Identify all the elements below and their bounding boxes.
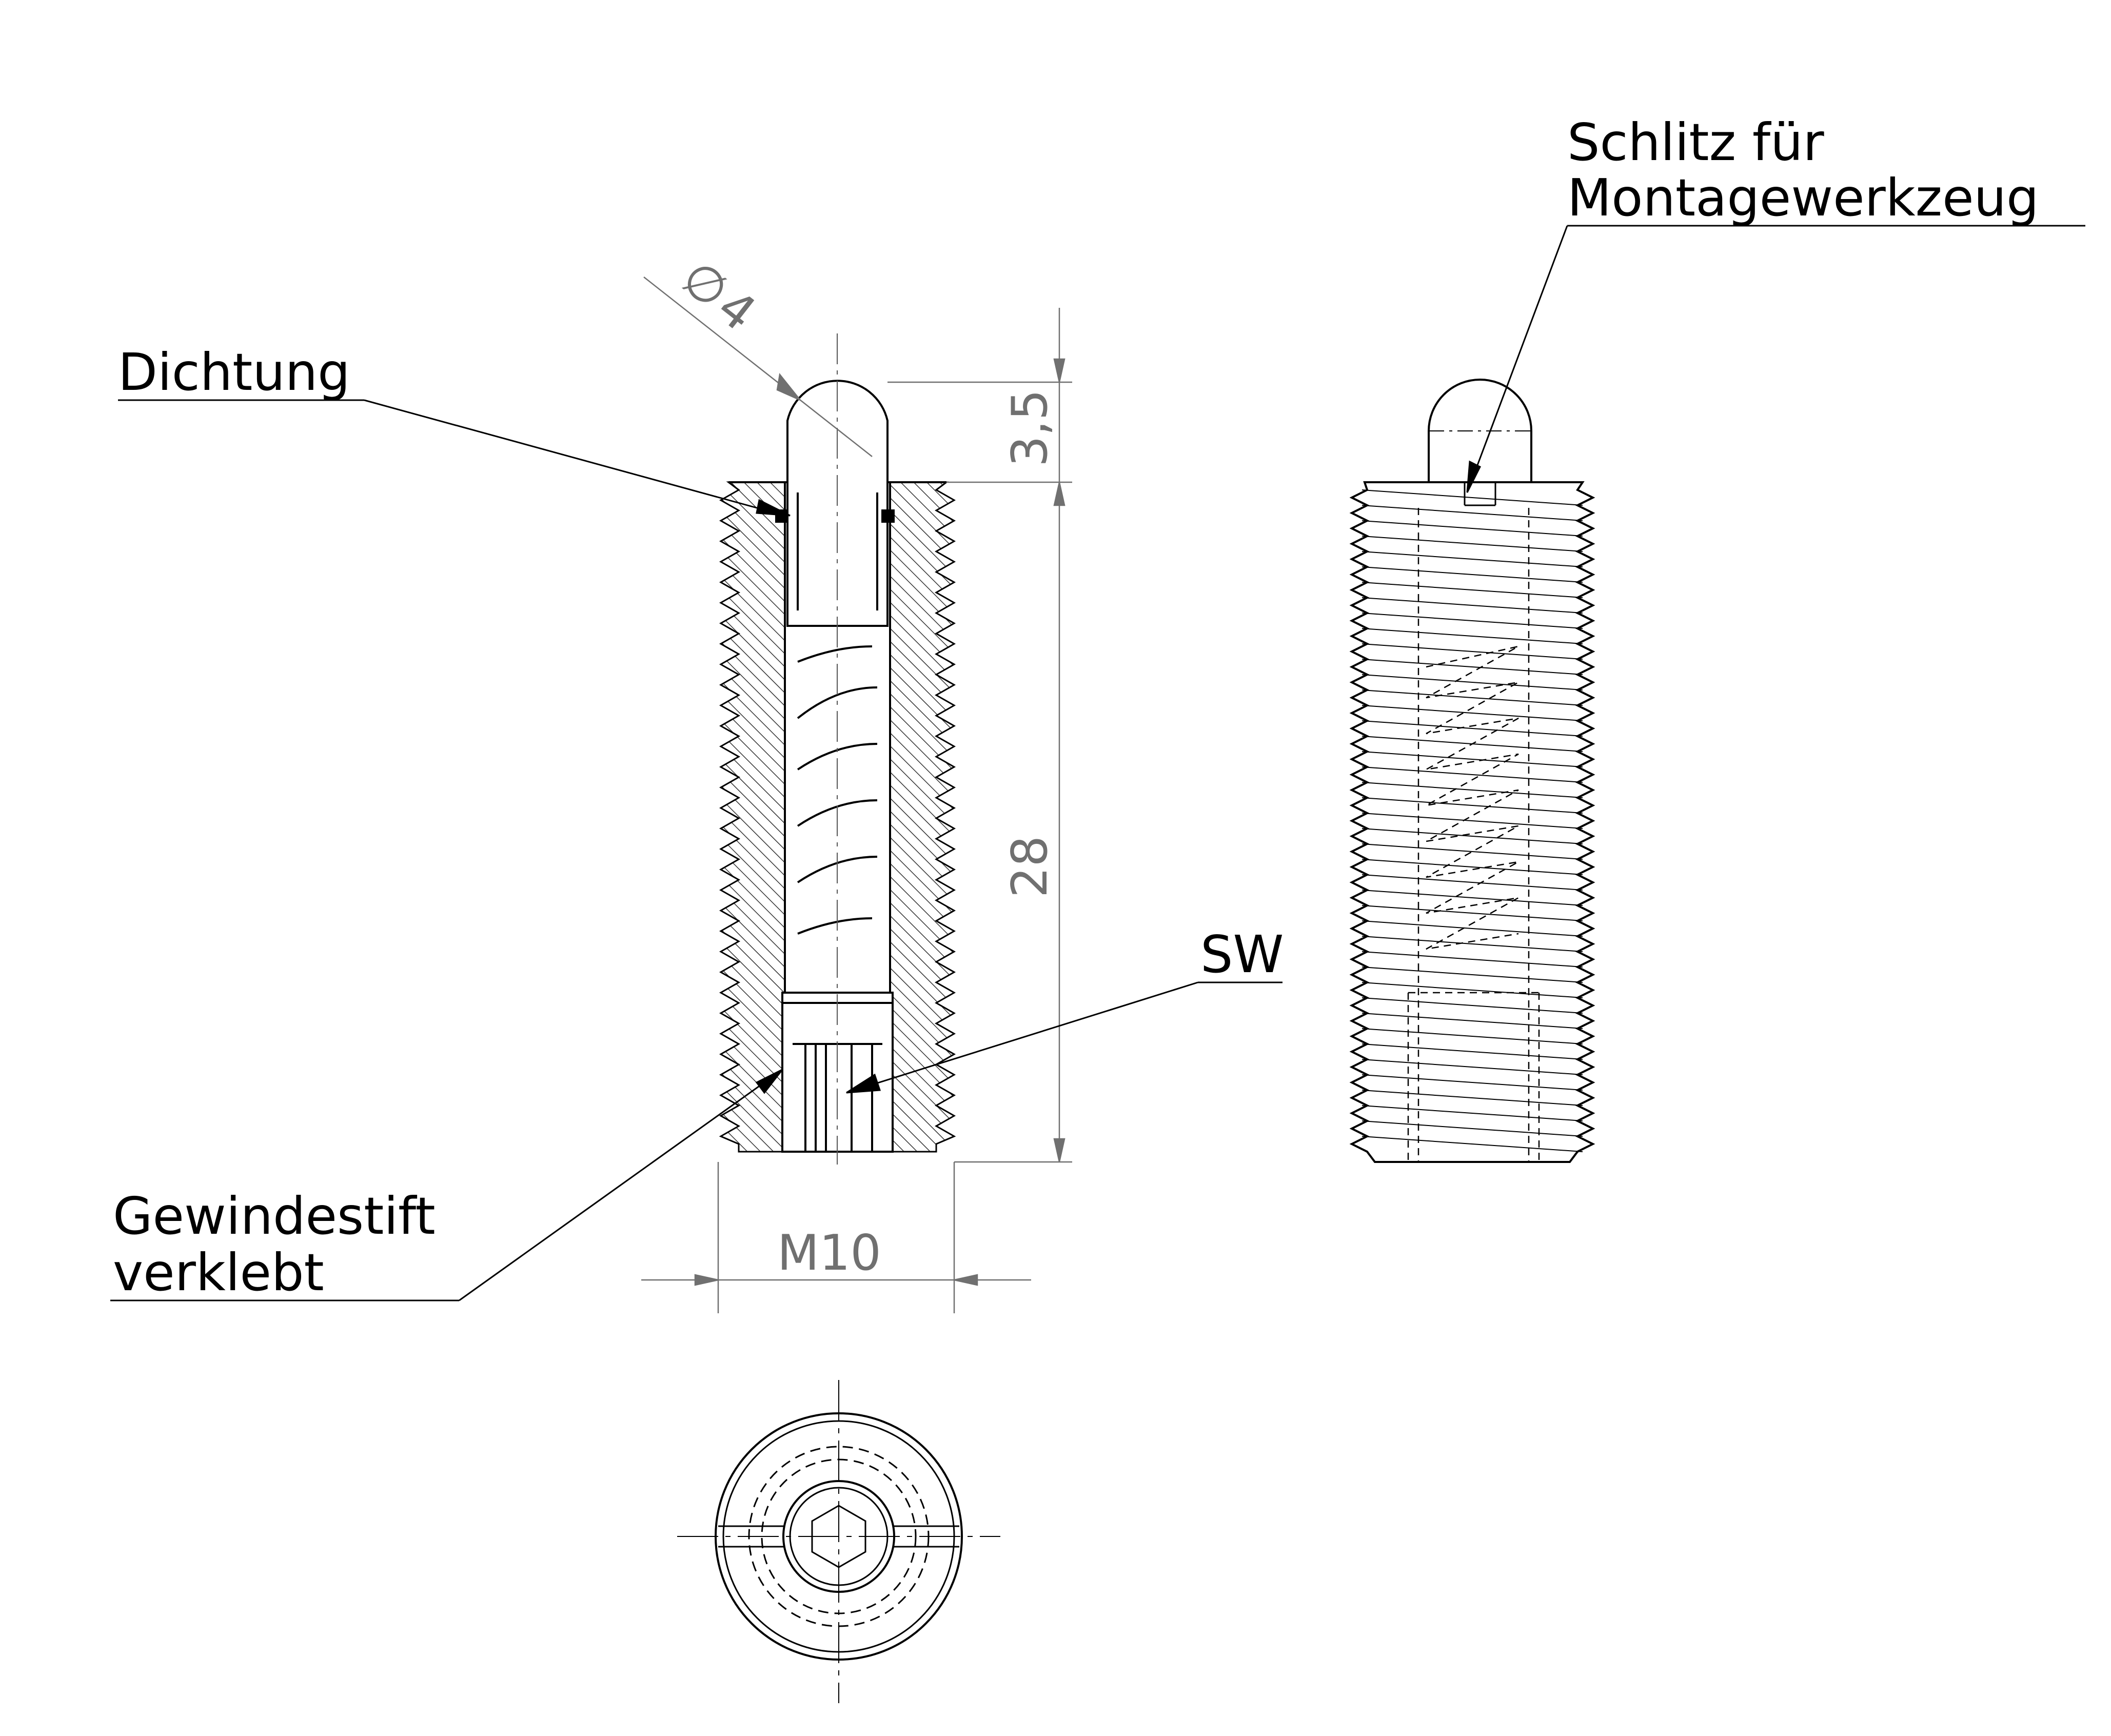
- left-wall-hatch: [719, 481, 786, 1153]
- thread-dimension: M10: [777, 1225, 881, 1281]
- side-view: [1349, 379, 1595, 1163]
- wrench-size-label: SW: [1200, 924, 1284, 984]
- leaders: [110, 225, 2085, 1301]
- section-view: [719, 333, 956, 1165]
- setscrew-label-line1: Gewindestift: [113, 1186, 436, 1246]
- side-view-thread: [1349, 481, 1595, 1163]
- body-length-dimension: 28: [1002, 836, 1058, 898]
- slot-label-line1: Schlitz für: [1567, 112, 1824, 172]
- slot-label-line2: Montagewerkzeug: [1567, 168, 2039, 228]
- right-wall-hatch: [889, 481, 956, 1153]
- setscrew-label-line2: verklebt: [113, 1242, 324, 1303]
- side-view-plunger: [1428, 379, 1532, 482]
- seal-label: Dichtung: [118, 342, 350, 402]
- end-view: [677, 1380, 1000, 1703]
- seal-right: [881, 509, 895, 523]
- tip-length-dimension: 3,5: [1002, 389, 1058, 467]
- dimensions: [641, 277, 1072, 1313]
